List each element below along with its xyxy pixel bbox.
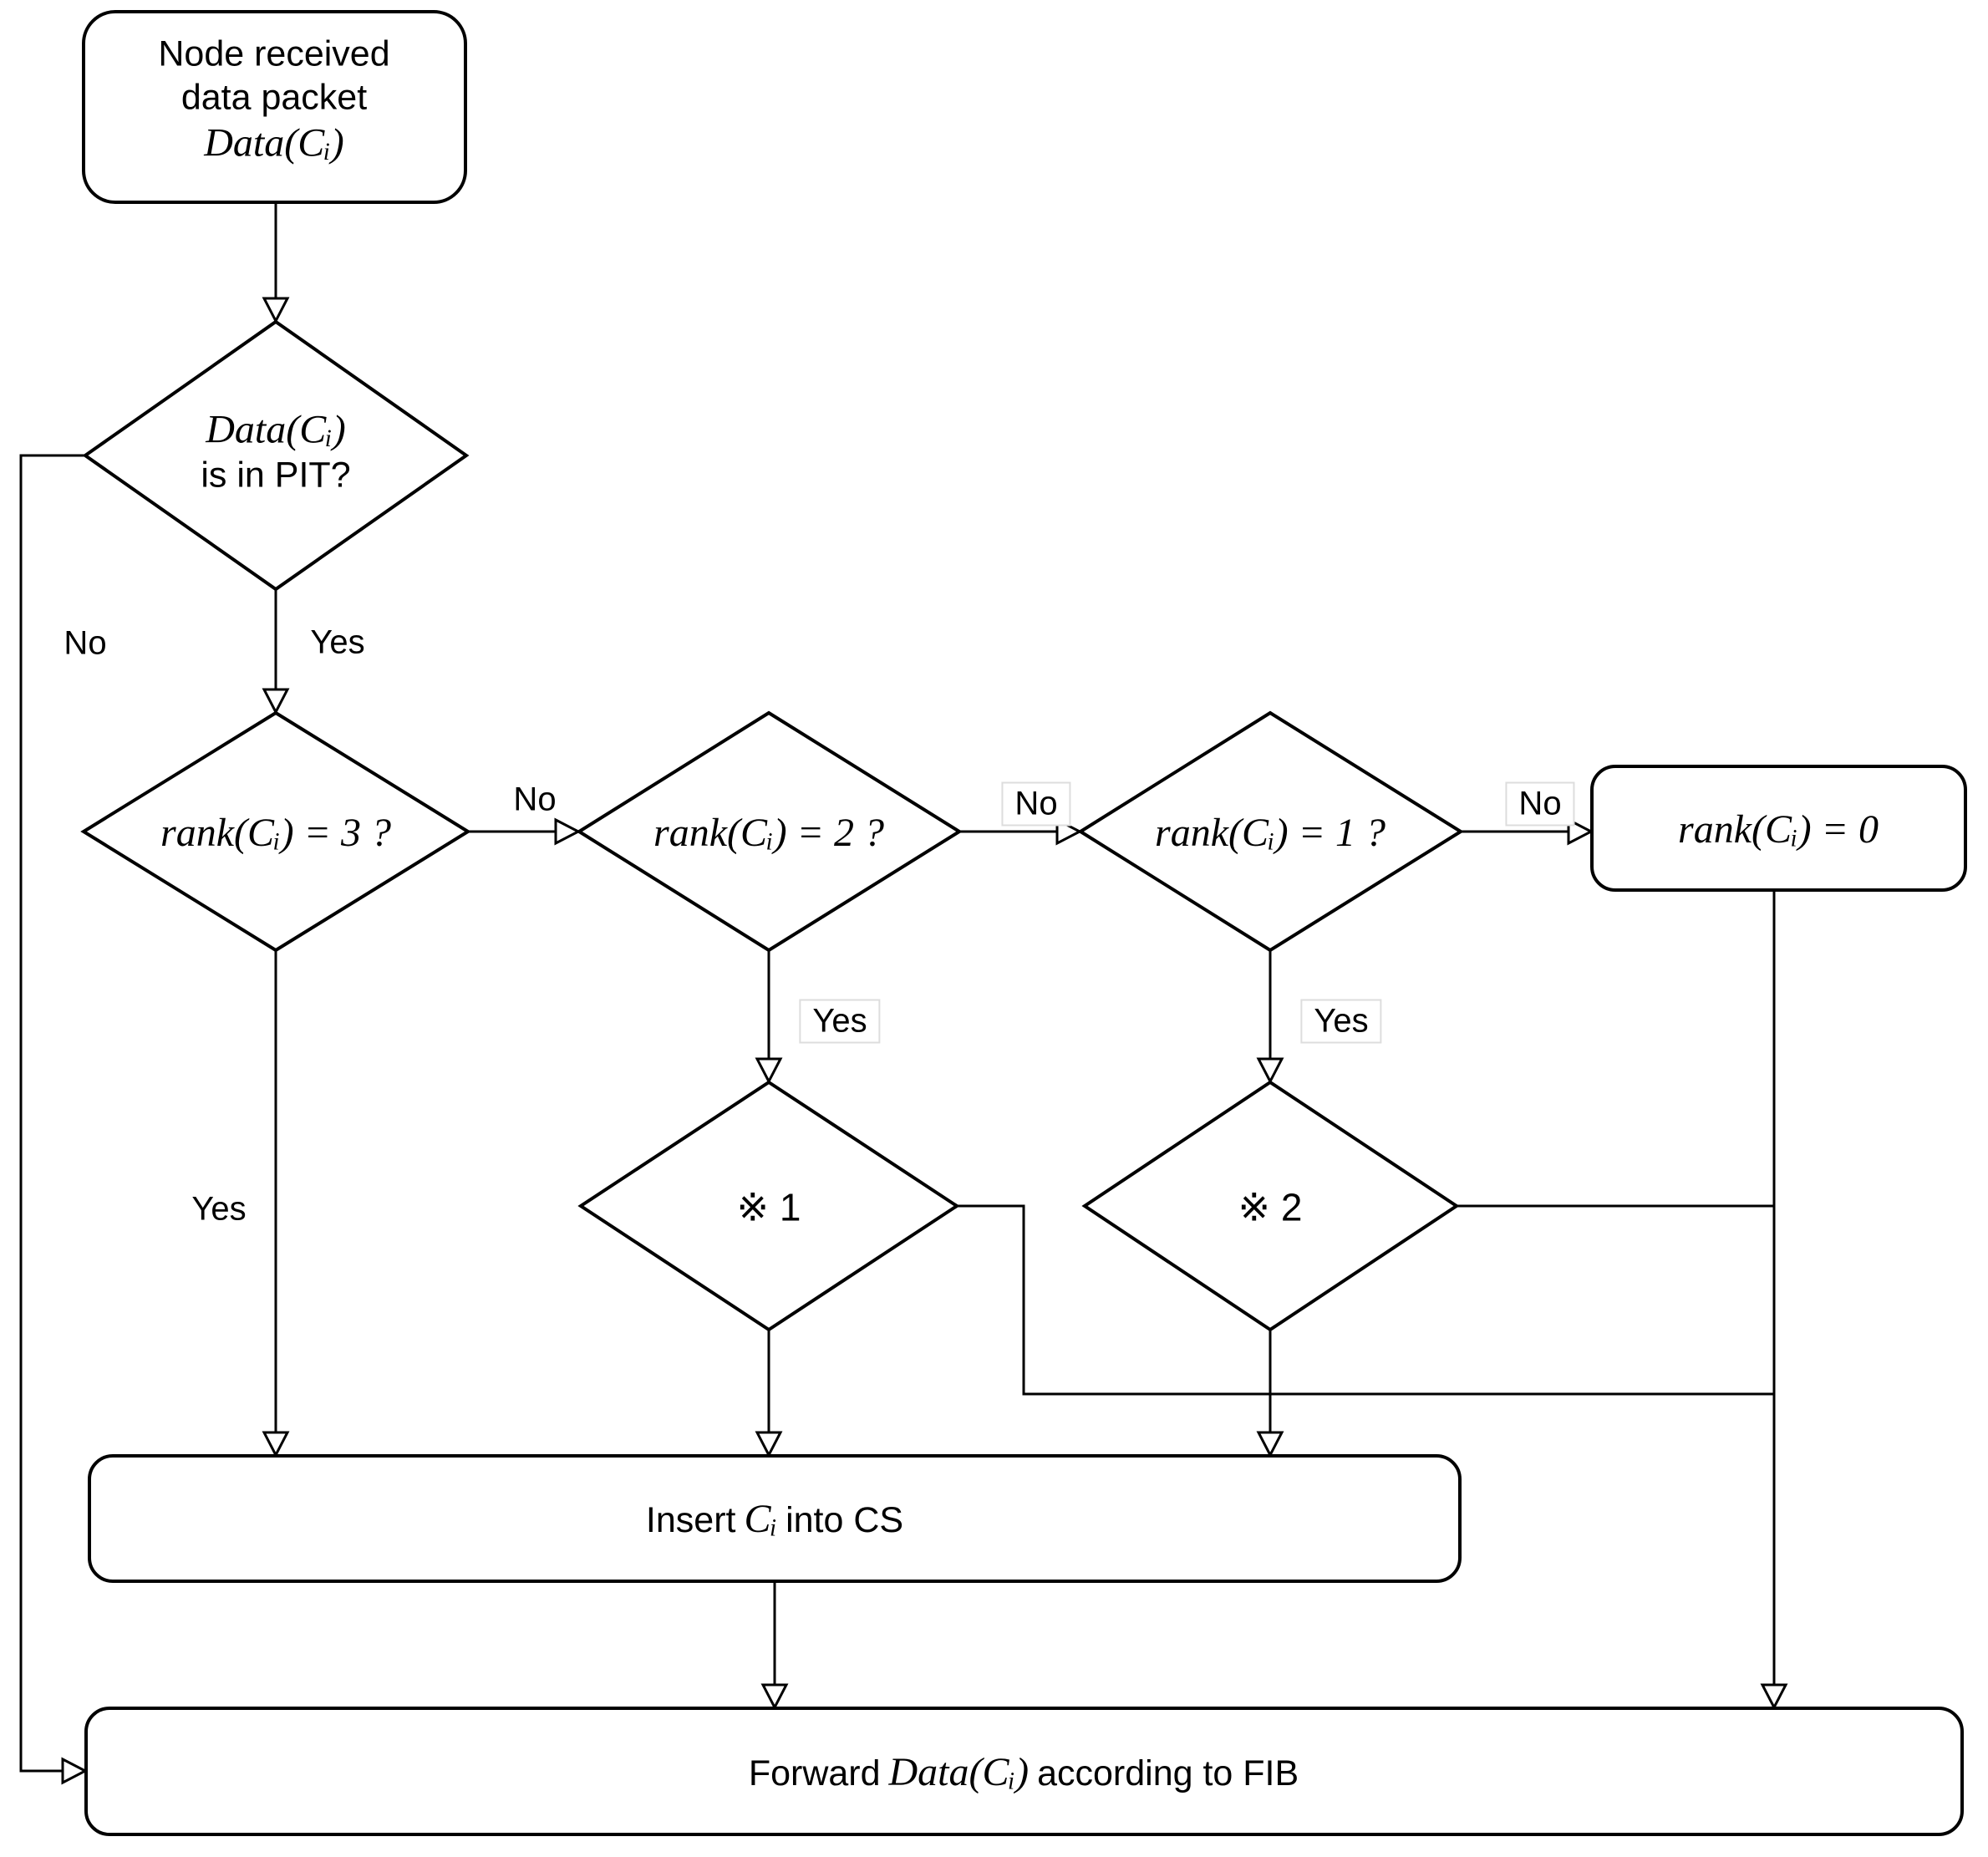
start-node-shape [82,10,467,204]
star1-decision-label: ※ 1 [736,1185,801,1229]
insert-math: Cᵢ [744,1497,778,1542]
star1-decision-shape [577,1080,960,1332]
arrowhead-rank0-into-forward [1760,1683,1788,1711]
arrowhead-rank3-into-insert [262,1431,290,1458]
nodes [80,10,1967,1836]
rank1-decision-label: rank(Cᵢ) = 1 ? [1155,811,1385,856]
pit-question: is in PIT? [201,455,351,495]
rank0-node-label: rank(Cᵢ) = 0 [1678,807,1879,852]
rank1-decision-shape [1077,710,1464,953]
pit-decision-label: Data(Cᵢ) is in PIT? [201,405,350,496]
connector-pit-no-to-forward [19,454,85,1773]
star2-decision-label: ※ 2 [1238,1185,1303,1229]
arrowhead-pitno-into-forward [61,1757,89,1785]
pit-math: Data(Cᵢ) [206,407,346,452]
edge-label-rank1-yes: Yes [1300,999,1382,1044]
arrowhead-into-star2 [1256,1057,1284,1085]
pit-decision-shape [82,319,470,592]
arrowhead-star1-into-insert [755,1431,783,1458]
edge-label-rank3-no: No [513,781,557,818]
edge-label-rank1-no: No [1505,781,1575,827]
connector-star1-to-merge [957,1204,1774,1396]
start-line2: data packet [180,77,368,118]
rank3-decision-label: rank(Cᵢ) = 3 ? [160,811,391,856]
start-node-label: Node received data packet Data(Cᵢ) [158,33,389,168]
rank0-node-shape [1590,765,1967,892]
edge-label-rank3-yes: Yes [191,1190,247,1228]
rank3-decision-shape [80,710,471,953]
arrowhead-into-rank3 [262,688,290,715]
edge-label-rank2-yes: Yes [799,999,881,1044]
rank2-decision-shape [576,710,963,953]
arrowheads [61,297,1788,1785]
forward-node-shape [84,1707,1964,1836]
arrowhead-star2-into-insert [1256,1431,1284,1458]
arrowhead-insert-into-forward [760,1683,789,1711]
edge-label-rank2-no: No [1001,781,1071,827]
arrowhead-into-star1 [755,1057,783,1085]
insert-cs-node-shape [88,1454,1462,1583]
forward-suffix: according to FIB [1037,1753,1299,1794]
arrowhead-into-rank2 [554,817,582,846]
start-line1: Node received [158,33,390,74]
forward-math: Data(Cᵢ) [888,1750,1030,1795]
rank2-decision-label: rank(Cᵢ) = 2 ? [653,811,884,856]
insert-suffix: into CS [786,1500,904,1541]
edge-label-pit-no: No [64,624,107,662]
star2-decision-shape [1081,1080,1460,1332]
arrowhead-into-pit [262,297,290,324]
forward-prefix: Forward [748,1753,881,1794]
edge-label-pit-yes: Yes [310,623,365,661]
insert-prefix: Insert [645,1500,736,1541]
connectors [19,202,1776,1773]
start-math: Data(Cᵢ) [204,120,344,165]
